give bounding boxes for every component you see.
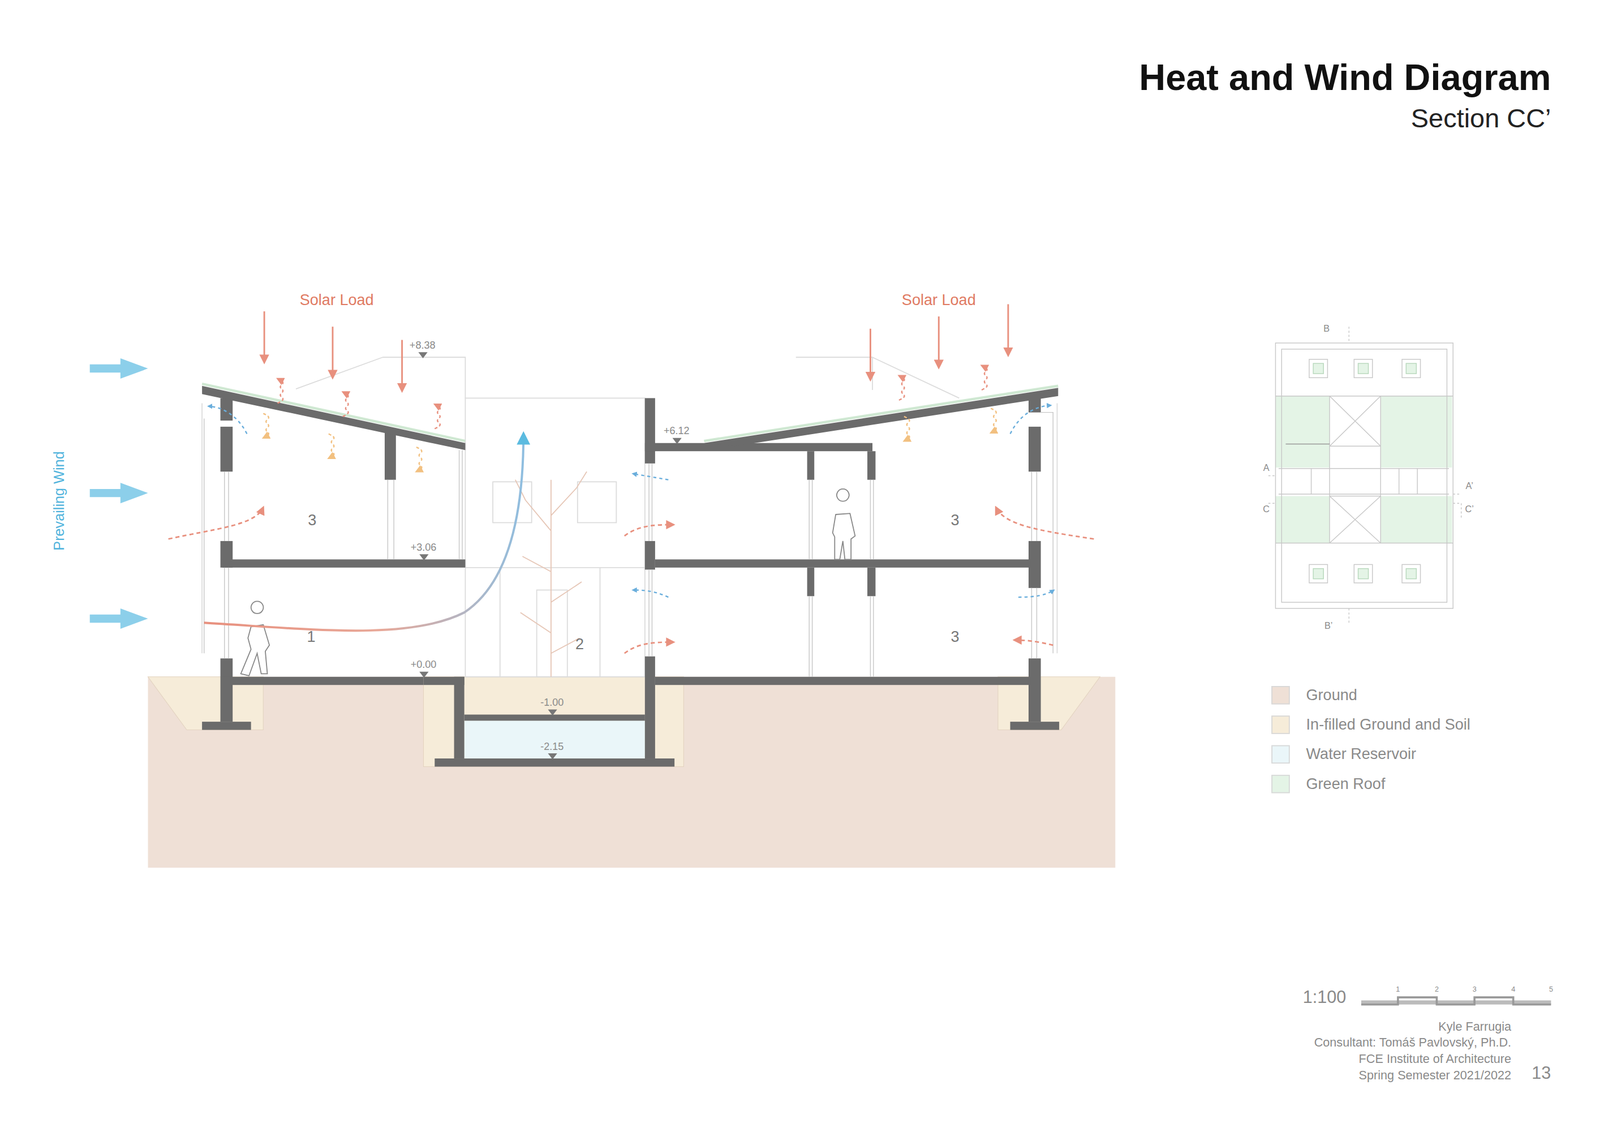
- solar-arrow: [869, 328, 872, 380]
- heat-squiggle: [899, 375, 905, 400]
- room-number: 3: [951, 628, 960, 646]
- scale-label: 5: [1549, 985, 1554, 993]
- scale-label: 1: [1395, 985, 1400, 993]
- green-roof: [201, 383, 1058, 441]
- credit-text: FCE Institute of Architecture: [1358, 1052, 1512, 1066]
- water-reservoir: [464, 720, 645, 759]
- tree: [515, 471, 587, 677]
- legend-text: In-filled Ground and Soil: [1306, 716, 1471, 734]
- legend-swatch: [1271, 745, 1290, 764]
- heat-squiggle: [277, 378, 284, 403]
- section-mark: A’: [1465, 481, 1474, 492]
- scale-label: 3: [1472, 985, 1477, 993]
- credit-text: 13: [1531, 1064, 1551, 1084]
- level-label: +0.00: [410, 658, 437, 670]
- airflow-path: [204, 433, 524, 631]
- heat-squiggle: [263, 413, 269, 438]
- heat-squiggle: [981, 365, 988, 390]
- section-mark: B’: [1324, 621, 1333, 632]
- structure: [201, 385, 1060, 767]
- room-number: 1: [307, 628, 316, 646]
- title: Heat and Wind Diagram: [1138, 57, 1551, 98]
- scale-label: 1:100: [1302, 988, 1347, 1008]
- solar-arrow: [263, 311, 266, 363]
- solar-label: Solar Load: [901, 291, 976, 309]
- credit-text: Kyle Farrugia: [1438, 1019, 1512, 1034]
- glazing: [204, 412, 1054, 677]
- person-figure: [241, 488, 856, 676]
- level-label: -1.00: [540, 696, 564, 708]
- wind-label: Prevailing Wind: [51, 450, 68, 550]
- legend-swatch: [1271, 774, 1290, 793]
- level-label: +8.38: [409, 339, 436, 351]
- heat-squiggle: [434, 403, 441, 429]
- scale-bar: [1361, 996, 1551, 1005]
- heat-squiggle: [342, 392, 349, 417]
- solar-arrow: [401, 340, 403, 391]
- level-marker: [418, 351, 682, 760]
- credit-text: Spring Semester 2021/2022: [1358, 1068, 1512, 1083]
- heat-arrow: [168, 506, 1095, 653]
- level-label: -2.15: [540, 740, 564, 752]
- vent-arrow: [208, 405, 1055, 597]
- legend-swatch: [1271, 715, 1290, 734]
- level-label: +6.12: [663, 424, 690, 437]
- level-label: +3.06: [410, 541, 437, 553]
- key-plan: [1268, 326, 1462, 625]
- radiated-heat: [263, 365, 997, 472]
- solar-arrow: [1007, 303, 1009, 355]
- scale-label: 4: [1511, 985, 1516, 993]
- infill: [148, 676, 1101, 767]
- legend-text: Ground: [1306, 686, 1358, 704]
- scale-label: 2: [1434, 985, 1439, 993]
- subtitle: Section CC’: [1411, 104, 1552, 134]
- heat-squiggle: [328, 433, 335, 459]
- ground: [148, 676, 1116, 868]
- solar-label: Solar Load: [299, 291, 374, 309]
- solar-arrow: [332, 326, 334, 378]
- solar-arrows: [264, 303, 1009, 391]
- section-mark: C’: [1464, 505, 1474, 516]
- section-mark: C: [1262, 505, 1270, 516]
- solar-arrow: [938, 316, 940, 368]
- legend-text: Green Roof: [1306, 775, 1386, 793]
- heat-squiggle: [416, 446, 423, 472]
- section-mark: B: [1323, 324, 1330, 335]
- wind-arrow: [89, 358, 149, 629]
- legend-text: Water Reservoir: [1306, 745, 1417, 763]
- credit-text: Consultant: Tomáš Pavlovský, Ph.D.: [1314, 1035, 1512, 1050]
- room-number: 2: [575, 635, 584, 653]
- room-number: 3: [951, 512, 960, 529]
- heat-squiggle: [990, 407, 997, 433]
- legend-swatch: [1271, 685, 1290, 704]
- room-number: 3: [307, 512, 317, 529]
- section-mark: A: [1263, 463, 1270, 474]
- heat-squiggle: [904, 416, 910, 441]
